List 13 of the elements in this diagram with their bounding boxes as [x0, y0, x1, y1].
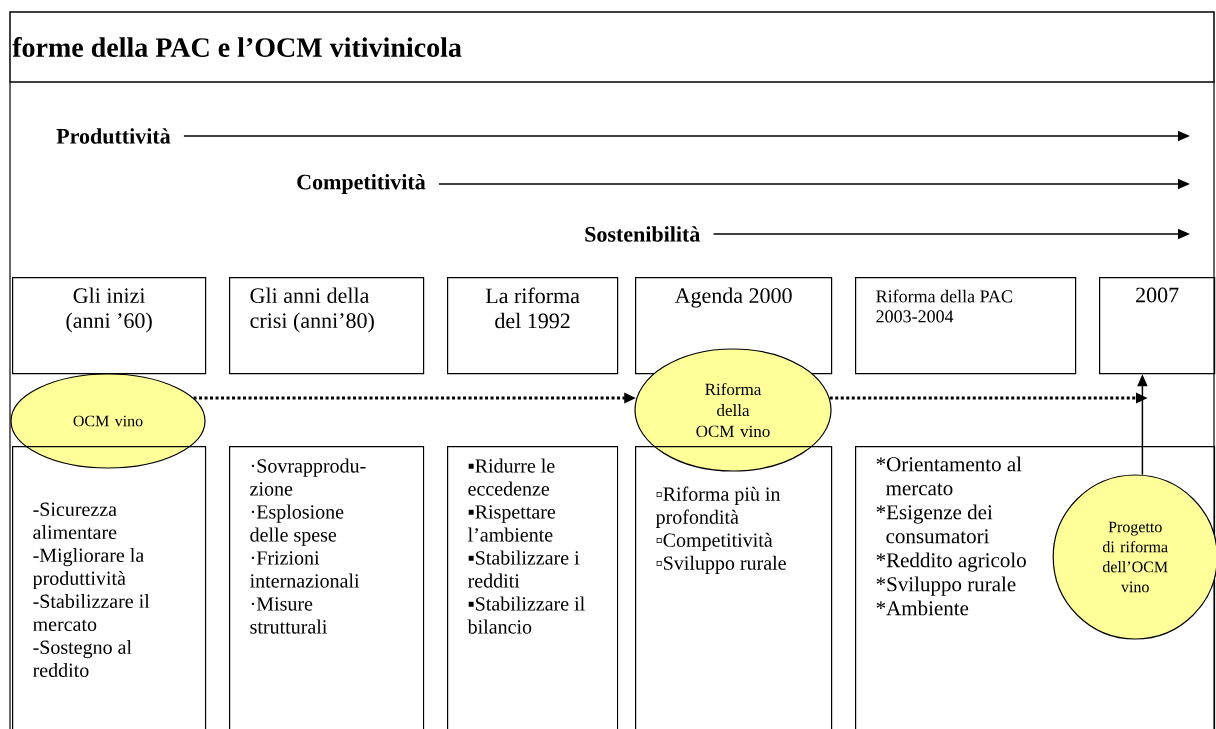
period-box: 2007 [1099, 277, 1216, 375]
heading-text: Competitività [297, 174, 426, 194]
heading-text: Produttività [56, 128, 171, 144]
text-box: ▪Ridurre le eccedenze ▪Rispettare l’ambiente ▪Stabilizzare i redditi ▪Stabilizzare il bilancio [447, 446, 619, 729]
heading-text: Sostenibilità [585, 226, 700, 242]
text-box: -Sicurezza alimentare -Migliorare la produttività -Stabilizzare il mercato -Sostegno al reddito [12, 446, 207, 729]
title-bar: forme della PAC e l’OCM vitivinicola [9, 11, 1215, 83]
period-box: Riforma della PAC 2003-2004 [855, 277, 1077, 375]
period-box: Gli inizi (anni ’60) [12, 277, 207, 375]
period-box: Gli anni della crisi (anni’80) [229, 277, 425, 375]
period-box: La riforma del 1992 [447, 277, 619, 375]
text-box: ·Sovrapprodu-zione ·Esplosione delle spese ·Frizioni internazionali ·Misure strutturali [229, 446, 425, 729]
text-box: ▫Riforma più in profondità ▫Competitività ▫Sviluppo rurale [635, 446, 833, 729]
